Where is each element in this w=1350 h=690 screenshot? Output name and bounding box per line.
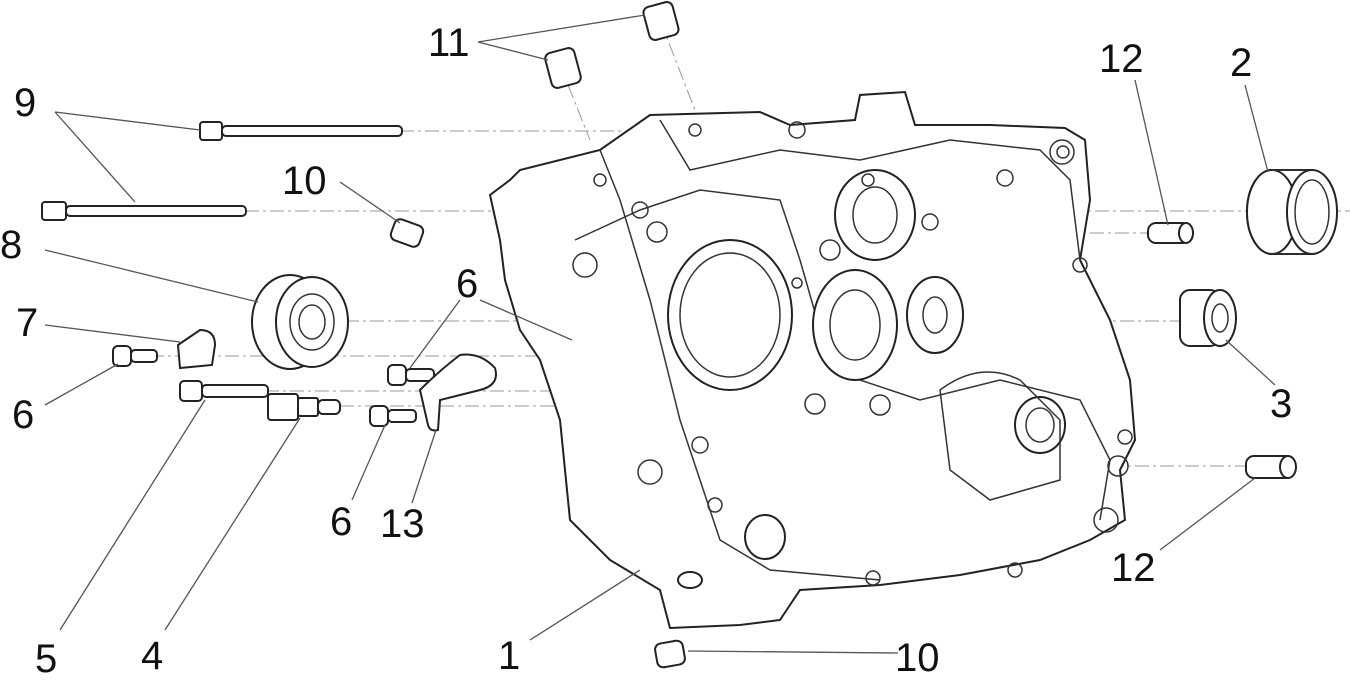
dowel-12-lower[interactable] bbox=[1245, 455, 1297, 479]
callout-6-bottom: 6 bbox=[330, 500, 352, 544]
dowel-10-lower[interactable] bbox=[654, 639, 686, 669]
plate-7[interactable] bbox=[176, 328, 217, 370]
bolt-9-upper[interactable] bbox=[199, 121, 403, 141]
callout-10-upper: 10 bbox=[282, 159, 327, 203]
screw-6-mid-lower[interactable] bbox=[369, 405, 417, 427]
callout-4: 4 bbox=[141, 634, 163, 678]
plug-4[interactable] bbox=[267, 393, 341, 421]
needle-bearing-2[interactable] bbox=[1246, 169, 1338, 255]
leader-lines bbox=[44, 14, 1276, 654]
callout-1: 1 bbox=[498, 634, 520, 678]
callout-9: 9 bbox=[14, 81, 36, 125]
callout-11: 11 bbox=[428, 21, 470, 65]
bearing-3[interactable] bbox=[1179, 289, 1237, 347]
dowel-10-upper[interactable] bbox=[389, 218, 425, 249]
bearing-8[interactable] bbox=[251, 274, 349, 370]
crankcase-half[interactable] bbox=[488, 90, 1137, 630]
callout-7: 7 bbox=[16, 301, 38, 345]
bolt-9-lower[interactable] bbox=[41, 201, 247, 221]
dowel-11[interactable] bbox=[544, 1, 680, 90]
callout-12-lower: 12 bbox=[1111, 546, 1156, 590]
screw-6-mid-upper[interactable] bbox=[387, 364, 435, 386]
dowel-12-upper[interactable] bbox=[1147, 222, 1194, 244]
callout-6-top: 6 bbox=[456, 262, 478, 306]
bolt-5[interactable] bbox=[179, 380, 269, 402]
bracket-13[interactable] bbox=[418, 353, 497, 432]
callout-13: 13 bbox=[380, 502, 425, 546]
callout-6-left: 6 bbox=[12, 393, 34, 437]
callout-10-lower: 10 bbox=[895, 636, 940, 680]
callout-2: 2 bbox=[1230, 41, 1252, 85]
callout-12-upper: 12 bbox=[1099, 37, 1144, 81]
screw-6-left[interactable] bbox=[112, 345, 158, 367]
callout-5: 5 bbox=[35, 637, 57, 681]
callout-8: 8 bbox=[0, 223, 22, 267]
callout-labels: 11 12 2 9 10 8 6 7 6 3 6 13 12 5 4 1 10 bbox=[0, 21, 1292, 681]
callout-3: 3 bbox=[1270, 382, 1292, 426]
